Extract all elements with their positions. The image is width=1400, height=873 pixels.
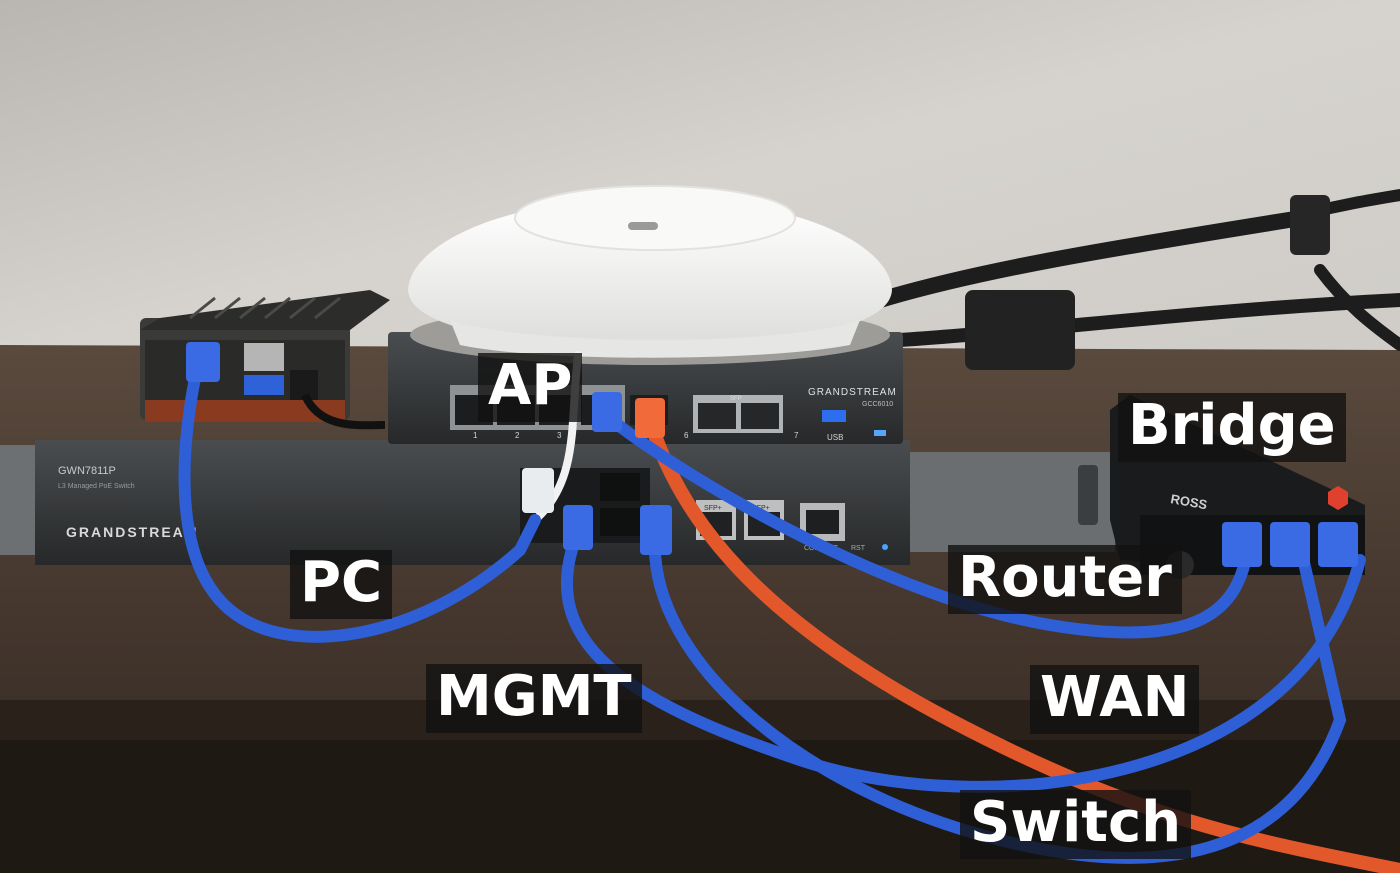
bridge-brand-text: ROSS xyxy=(1169,491,1208,512)
cable-orange-wan xyxy=(643,413,1400,873)
label-pc: PC xyxy=(290,550,393,619)
router-led xyxy=(874,430,886,436)
mini-pc-power xyxy=(290,370,318,400)
router-usb-text: USB xyxy=(827,433,843,442)
router-brand-text: GRANDSTREAM xyxy=(808,387,897,398)
bridge-logo-icon xyxy=(1328,486,1348,510)
cable-blue-mgmt xyxy=(560,534,1366,793)
router-sfp-slot xyxy=(698,403,736,429)
label-ap: AP xyxy=(478,353,583,422)
label-switch: Switch xyxy=(960,790,1192,859)
ap-dome xyxy=(408,205,892,350)
switch-model-text: GWN7811P xyxy=(58,465,116,477)
router-port7-text: 7 xyxy=(794,431,799,440)
router-usb-port xyxy=(822,410,846,422)
label-router: Router xyxy=(948,545,1182,614)
mini-pc-fins xyxy=(189,296,341,320)
mini-pc-power-cord xyxy=(301,393,386,430)
ap-top-disc xyxy=(514,185,796,251)
power-adapter xyxy=(965,290,1075,370)
switch-sub-text: L3 Managed PoE Switch xyxy=(58,483,135,490)
label-wan: WAN xyxy=(1030,665,1200,734)
label-bridge: Bridge xyxy=(1118,393,1346,462)
router-sfp-text: SFP xyxy=(730,396,742,402)
switch-slot xyxy=(1078,465,1098,525)
label-mgmt: MGMT xyxy=(426,664,642,733)
switch-sfp1-text: SFP+ xyxy=(704,505,722,512)
cable-blue-router xyxy=(599,409,1254,639)
switch-rack-ear-left xyxy=(0,445,40,555)
router-port3-text: 3 xyxy=(557,431,562,440)
ap-base-ring xyxy=(450,320,860,358)
switch-brand-text: GRANDSTREAM xyxy=(66,524,198,540)
mini-pc-heatsink xyxy=(140,290,390,330)
cable-connectors xyxy=(186,342,1358,567)
ap-logo-badge xyxy=(628,222,658,230)
switch-rst-text: RST xyxy=(851,545,866,552)
cable-blue-pc xyxy=(178,349,541,643)
router-sfp-slot xyxy=(741,403,779,429)
power-plug xyxy=(1290,195,1330,255)
router-model-text: GCC6010 xyxy=(862,401,893,408)
mini-pc-usb-port xyxy=(244,375,284,395)
router-port6-text: 6 xyxy=(684,431,689,440)
mini-pc-eth-port xyxy=(244,343,284,371)
router-port1-text: 1 xyxy=(473,431,478,440)
router-port2-text: 2 xyxy=(515,431,520,440)
